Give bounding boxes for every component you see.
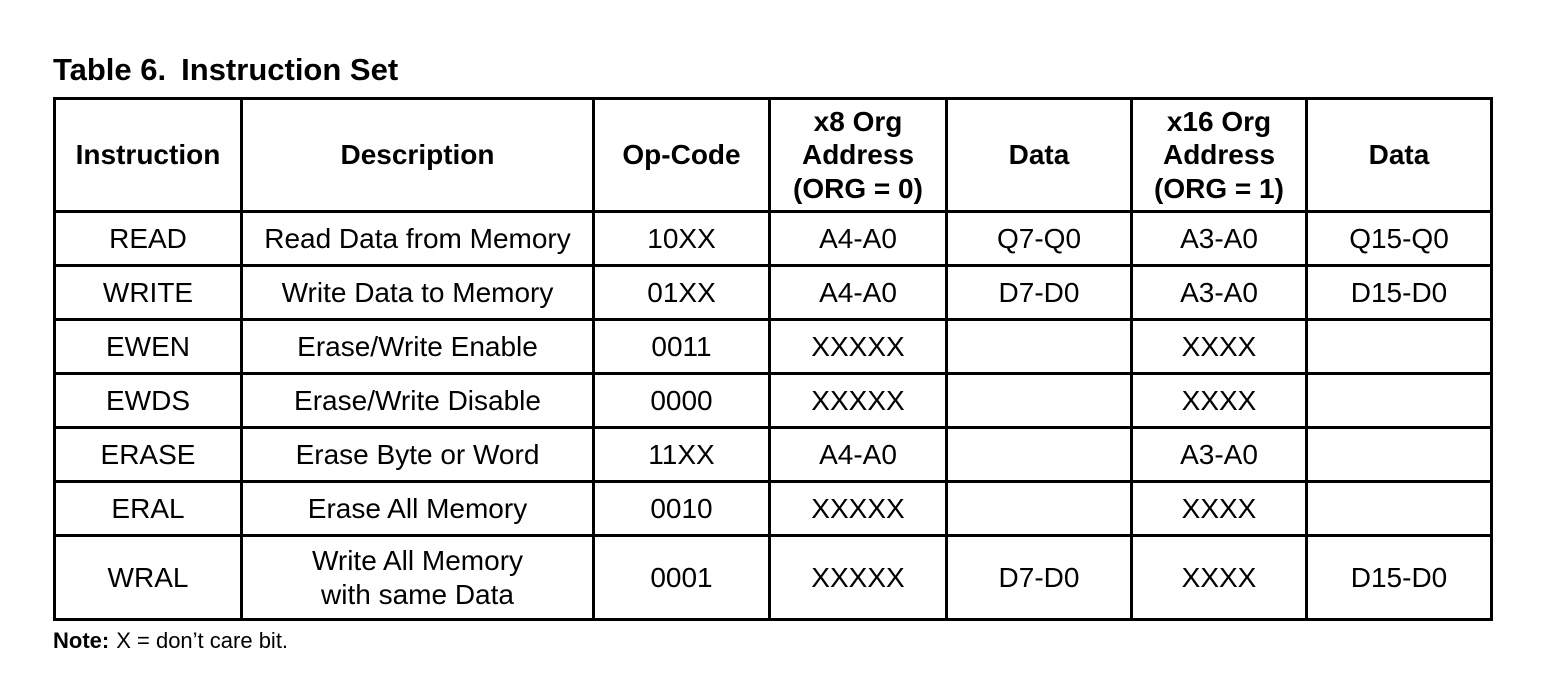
table-title-number: Table 6. <box>53 52 167 87</box>
cell-x16-address: XXXX <box>1130 534 1308 621</box>
row-read: READ Read Data from Memory 10XX A4-A0 Q7… <box>53 210 1493 267</box>
cell-x8-data <box>945 318 1133 375</box>
cell-instruction: EWDS <box>53 372 243 429</box>
row-wral: WRAL Write All Memory with same Data 000… <box>53 534 1493 621</box>
cell-x16-address: A3-A0 <box>1130 210 1308 267</box>
row-eral: ERAL Erase All Memory 0010 XXXXX XXXX <box>53 480 1493 537</box>
cell-instruction: ERAL <box>53 480 243 537</box>
cell-description: Erase Byte or Word <box>240 426 595 483</box>
header-description: Description <box>240 97 595 213</box>
cell-x8-data <box>945 426 1133 483</box>
table-title-text: Instruction Set <box>181 52 399 87</box>
cell-x16-address: XXXX <box>1130 480 1308 537</box>
cell-op-code: 0001 <box>592 534 771 621</box>
header-row: Instruction Description Op-Code x8 Org A… <box>53 97 1493 213</box>
cell-x8-address: XXXXX <box>768 372 948 429</box>
cell-x8-address: XXXXX <box>768 318 948 375</box>
cell-description: Erase/Write Disable <box>240 372 595 429</box>
cell-x16-data: D15-D0 <box>1305 264 1493 321</box>
cell-x16-data <box>1305 318 1493 375</box>
cell-description: Write Data to Memory <box>240 264 595 321</box>
cell-op-code: 0000 <box>592 372 771 429</box>
cell-op-code: 0010 <box>592 480 771 537</box>
cell-instruction: WRITE <box>53 264 243 321</box>
cell-x16-address: XXXX <box>1130 372 1308 429</box>
cell-x8-address: A4-A0 <box>768 426 948 483</box>
cell-op-code: 10XX <box>592 210 771 267</box>
header-x16-data: Data <box>1305 97 1493 213</box>
cell-op-code: 11XX <box>592 426 771 483</box>
row-ewen: EWEN Erase/Write Enable 0011 XXXXX XXXX <box>53 318 1493 375</box>
header-instruction: Instruction <box>53 97 243 213</box>
cell-x16-data: Q15-Q0 <box>1305 210 1493 267</box>
cell-op-code: 01XX <box>592 264 771 321</box>
row-write: WRITE Write Data to Memory 01XX A4-A0 D7… <box>53 264 1493 321</box>
cell-description: Erase/Write Enable <box>240 318 595 375</box>
cell-x16-address: XXXX <box>1130 318 1308 375</box>
header-x8-data: Data <box>945 97 1133 213</box>
footnote-text: X = don’t care bit. <box>116 628 289 653</box>
cell-x8-address: XXXXX <box>768 534 948 621</box>
cell-description: Write All Memory with same Data <box>240 534 595 621</box>
cell-x8-data: D7-D0 <box>945 534 1133 621</box>
cell-x8-address: A4-A0 <box>768 210 948 267</box>
row-erase: ERASE Erase Byte or Word 11XX A4-A0 A3-A… <box>53 426 1493 483</box>
footnote: Note:X = don’t care bit. <box>53 628 288 654</box>
cell-instruction: ERASE <box>53 426 243 483</box>
cell-x8-data <box>945 372 1133 429</box>
cell-x8-data: D7-D0 <box>945 264 1133 321</box>
cell-op-code: 0011 <box>592 318 771 375</box>
header-op-code: Op-Code <box>592 97 771 213</box>
cell-description: Read Data from Memory <box>240 210 595 267</box>
table-title: Table 6. Instruction Set <box>53 52 398 88</box>
cell-x16-address: A3-A0 <box>1130 264 1308 321</box>
cell-instruction: READ <box>53 210 243 267</box>
cell-x8-address: XXXXX <box>768 480 948 537</box>
cell-x16-data <box>1305 480 1493 537</box>
instruction-set-table: Instruction Description Op-Code x8 Org A… <box>53 97 1493 621</box>
footnote-label: Note: <box>53 628 110 653</box>
cell-x16-data <box>1305 426 1493 483</box>
cell-description: Erase All Memory <box>240 480 595 537</box>
cell-x16-address: A3-A0 <box>1130 426 1308 483</box>
cell-x16-data <box>1305 372 1493 429</box>
header-x8-address: x8 Org Address (ORG = 0) <box>768 97 948 213</box>
cell-x16-data: D15-D0 <box>1305 534 1493 621</box>
cell-x8-data <box>945 480 1133 537</box>
row-ewds: EWDS Erase/Write Disable 0000 XXXXX XXXX <box>53 372 1493 429</box>
cell-instruction: WRAL <box>53 534 243 621</box>
cell-instruction: EWEN <box>53 318 243 375</box>
header-x16-address: x16 Org Address (ORG = 1) <box>1130 97 1308 213</box>
cell-x8-address: A4-A0 <box>768 264 948 321</box>
cell-x8-data: Q7-Q0 <box>945 210 1133 267</box>
